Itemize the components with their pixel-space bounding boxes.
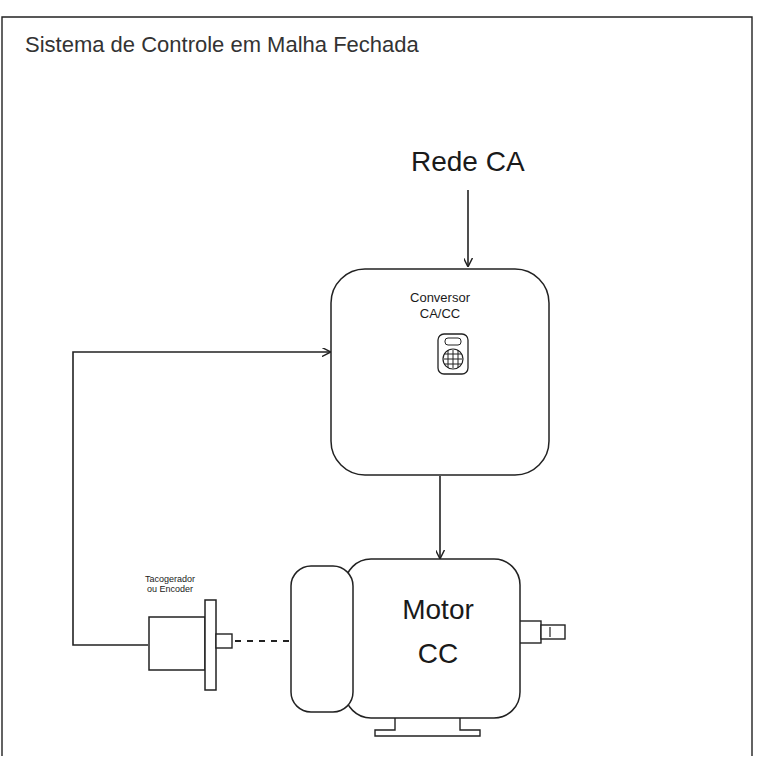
tachogenerator: Tacogerador ou Encoder [148, 572, 234, 692]
frame [2, 17, 752, 756]
keypad-icon [438, 334, 468, 374]
converter-label: Conversor CA/CC [403, 268, 477, 322]
tachogenerator-label: Tacogerador ou Encoder [139, 572, 201, 594]
mechanical-coupling [235, 640, 290, 642]
shaft-key [541, 625, 565, 639]
converter-box: Conversor CA/CC [330, 268, 550, 476]
motor-text-area: Motor CC [354, 558, 522, 676]
shaft-line [549, 627, 550, 637]
diagram-title: Sistema de Controle em Malha Fechada [25, 32, 419, 58]
supply-arrow [467, 190, 469, 266]
motor-label: Motor CC [390, 588, 486, 676]
supply-label: Rede CA [411, 146, 525, 178]
motor-shaft [519, 621, 541, 643]
motor-body: Motor CC [290, 558, 522, 720]
signal-arrow [439, 476, 441, 558]
motor-base [375, 718, 480, 736]
motor-outline [290, 558, 522, 720]
